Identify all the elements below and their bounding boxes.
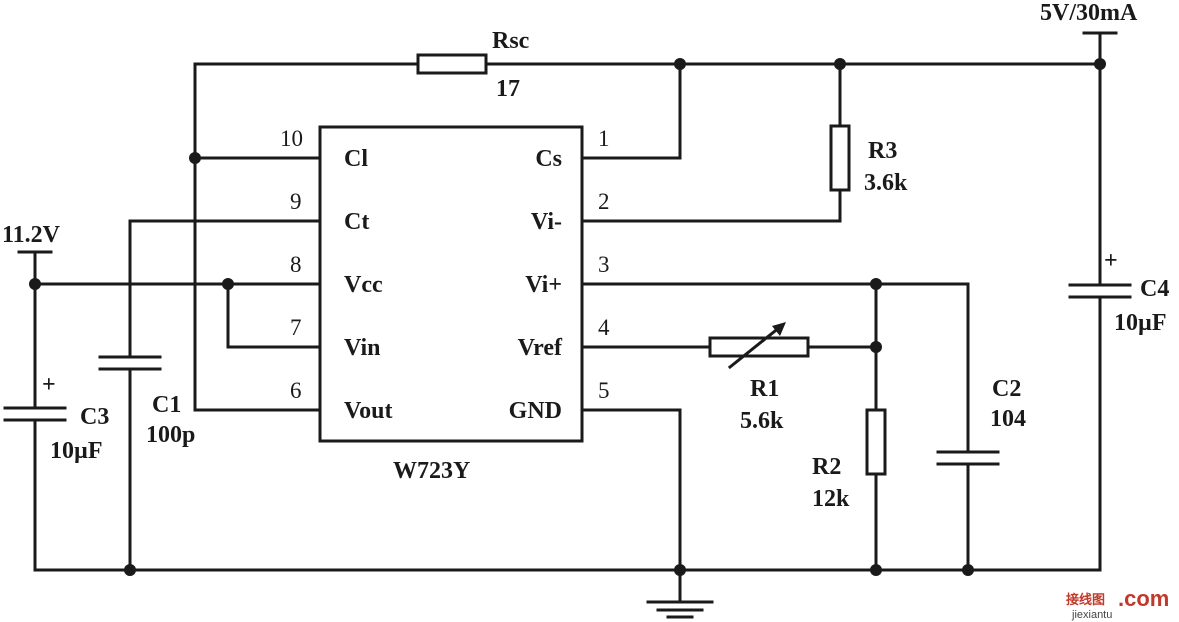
ic-body xyxy=(318,125,584,443)
r2-name-label: R2 xyxy=(812,454,841,480)
pin-6-number: 6 xyxy=(290,378,302,403)
pin-vin-label: Vin xyxy=(344,335,380,361)
r3-name-label: R3 xyxy=(868,138,897,164)
pin-5-number: 5 xyxy=(598,378,610,403)
capacitor-c1 xyxy=(98,355,162,371)
input-voltage-label: 11.2V xyxy=(2,222,61,248)
junction-dots xyxy=(29,58,1106,576)
pin-vi-minus-label: Vi- xyxy=(531,209,562,235)
rsc-value-label: 17 xyxy=(496,76,520,102)
c4-polarity-mark: + xyxy=(1104,248,1118,274)
pin-4-number: 4 xyxy=(598,315,610,340)
pin-vout-label: Vout xyxy=(344,398,392,424)
c4-name-label: C4 xyxy=(1140,276,1169,302)
capacitor-c2 xyxy=(936,450,1000,466)
c1-name-label: C1 xyxy=(152,392,181,418)
pin-vref-label: Vref xyxy=(518,335,563,361)
watermark-cn: 接线图 xyxy=(1066,592,1105,608)
c2-name-label: C2 xyxy=(992,376,1021,402)
c3-polarity-mark: + xyxy=(42,372,56,398)
r1-value-label: 5.6k xyxy=(740,408,784,434)
pin-gnd-label: GND xyxy=(509,398,562,424)
watermark: 接线图 .com jiexiantu xyxy=(1066,586,1169,621)
pin-ct-label: Ct xyxy=(344,209,369,235)
c4-value-label: 10µF xyxy=(1114,310,1167,336)
capacitor-c3 xyxy=(3,406,67,422)
pin-vcc-label: Vcc xyxy=(344,272,383,298)
c3-value-label: 10µF xyxy=(50,438,103,464)
pin-7-number: 7 xyxy=(290,315,302,340)
r1-name-label: R1 xyxy=(750,376,779,402)
pin-3-number: 3 xyxy=(598,252,610,277)
ground-symbol xyxy=(646,600,714,619)
resistor-r2 xyxy=(865,408,887,476)
r3-value-label: 3.6k xyxy=(864,170,908,196)
wiring xyxy=(17,31,1118,604)
pin-9-number: 9 xyxy=(290,189,302,214)
rsc-name-label: Rsc xyxy=(492,28,530,54)
c3-name-label: C3 xyxy=(80,404,109,430)
pin-2-number: 2 xyxy=(598,189,610,214)
capacitor-c4 xyxy=(1068,283,1132,299)
pin-cl-label: Cl xyxy=(344,146,368,172)
potentiometer-r1 xyxy=(708,322,810,370)
pin-1-number: 1 xyxy=(598,126,610,151)
pin-cs-label: Cs xyxy=(535,146,562,172)
watermark-site: jiexiantu xyxy=(1071,609,1112,621)
pin-8-number: 8 xyxy=(290,252,302,277)
watermark-dotcom: .com xyxy=(1118,586,1169,611)
r2-value-label: 12k xyxy=(812,486,850,512)
c1-value-label: 100p xyxy=(146,422,195,448)
output-rating-label: 5V/30mA xyxy=(1040,0,1138,26)
resistor-r3 xyxy=(829,124,851,192)
pin-10-number: 10 xyxy=(280,126,303,151)
c2-value-label: 104 xyxy=(990,406,1026,432)
pin-vi-plus-label: Vi+ xyxy=(525,272,562,298)
resistor-rsc xyxy=(416,53,488,75)
ic-name-label: W723Y xyxy=(393,458,470,484)
